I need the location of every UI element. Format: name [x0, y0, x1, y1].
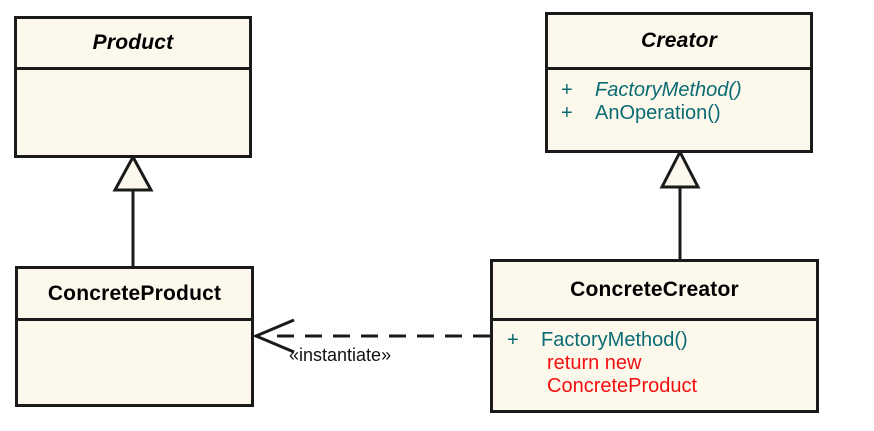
class-members-compartment-creator: + FactoryMethod() + AnOperation()	[548, 70, 810, 150]
member-row-factorymethod[interactable]: + FactoryMethod()	[561, 79, 810, 102]
class-name-compartment-concretecreator: ConcreteCreator	[493, 262, 816, 321]
class-members-compartment-concreteproduct	[18, 321, 251, 404]
member-row-factorymethod-impl[interactable]: + FactoryMethod()	[507, 329, 816, 352]
class-box-concreteproduct[interactable]: ConcreteProduct	[15, 266, 254, 407]
class-members-compartment-concretecreator: + FactoryMethod() return new ConcretePro…	[493, 321, 816, 410]
dependency-stereotype-label: «instantiate»	[289, 345, 392, 365]
member-visibility-plus: +	[507, 329, 519, 351]
member-signature-factorymethod-impl: FactoryMethod()	[541, 329, 688, 351]
member-visibility-plus: +	[561, 102, 573, 124]
class-name-concretecreator: ConcreteCreator	[570, 278, 739, 301]
generalization-triangle-creator	[659, 148, 701, 189]
member-signature-factorymethod: FactoryMethod()	[595, 79, 742, 101]
class-name-concreteproduct: ConcreteProduct	[47, 281, 222, 305]
method-body-line-concreteproduct: ConcreteProduct	[547, 375, 698, 397]
class-members-compartment-product	[17, 70, 249, 155]
generalization-triangle-product	[112, 153, 154, 192]
generalization-concretecreator-to-creator	[659, 148, 701, 260]
class-name-product: Product	[92, 31, 174, 54]
class-name-creator: Creator	[640, 29, 718, 52]
class-box-creator[interactable]: Creator + FactoryMethod() + AnOperation(…	[545, 12, 813, 153]
class-name-compartment-creator: Creator	[548, 15, 810, 70]
class-name-compartment-product: Product	[17, 19, 249, 70]
method-body-line-return-new: return new	[547, 352, 642, 374]
class-box-concretecreator[interactable]: ConcreteCreator + FactoryMethod() return…	[490, 259, 819, 413]
member-row-anoperation[interactable]: + AnOperation()	[561, 102, 810, 125]
generalization-concreteproduct-to-product	[112, 153, 154, 267]
member-signature-anoperation: AnOperation()	[595, 102, 721, 124]
class-name-compartment-concreteproduct: ConcreteProduct	[18, 269, 251, 321]
member-visibility-plus: +	[561, 79, 573, 101]
class-box-product[interactable]: Product	[14, 16, 252, 158]
